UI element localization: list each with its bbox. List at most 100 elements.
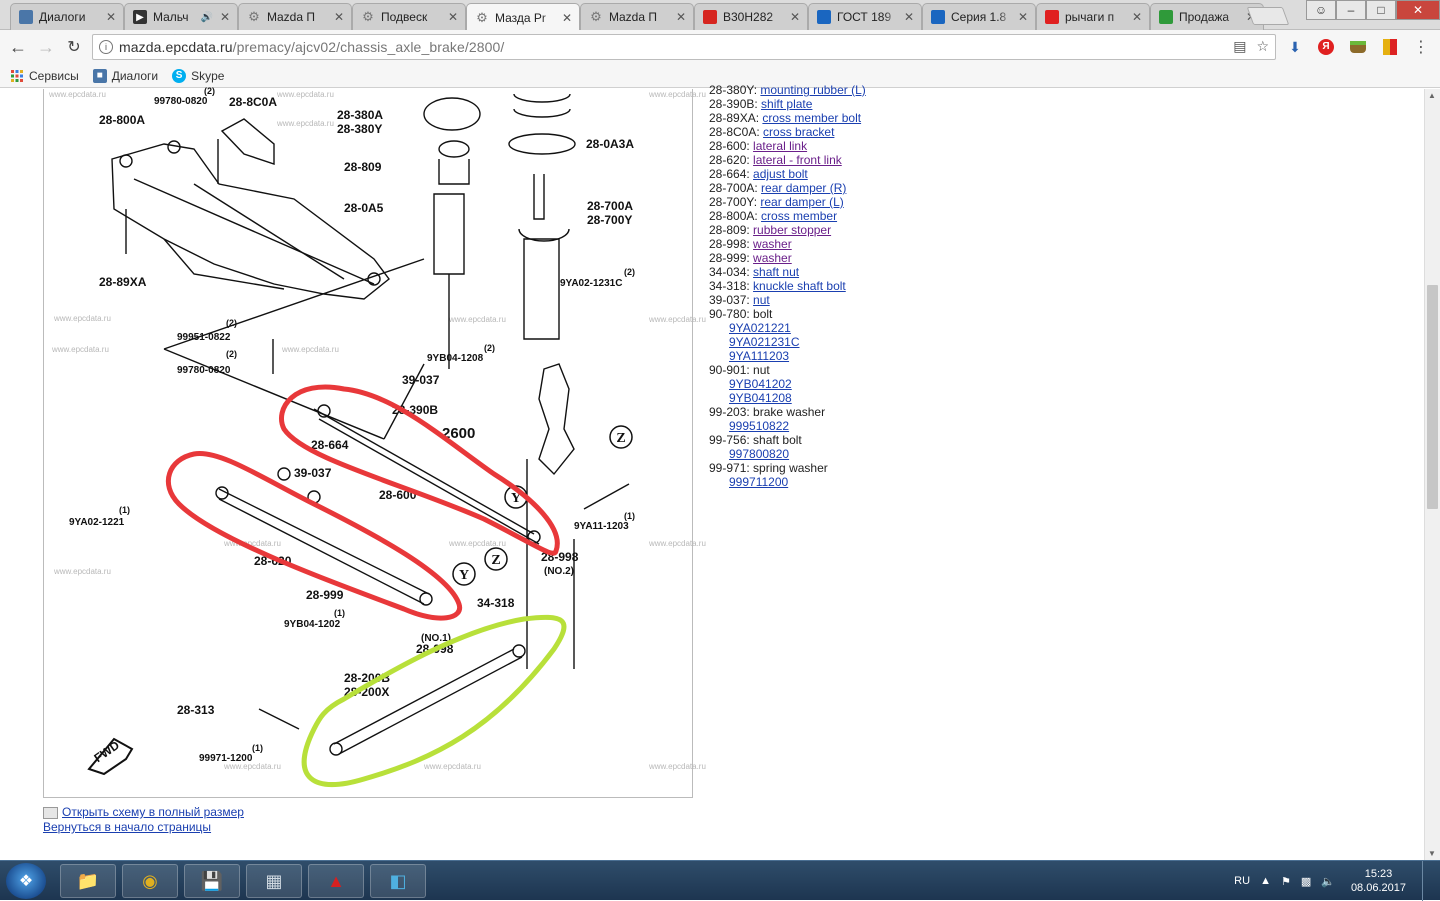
tab-close-icon[interactable]: ✕ [675, 10, 687, 24]
part-number-link[interactable]: 9YA021221 [729, 321, 791, 335]
part-code: 99-756: [709, 433, 750, 447]
minimize-button[interactable]: – [1336, 0, 1366, 20]
watermark-text: www.epcdata.ru [48, 90, 106, 99]
chrome-icon[interactable]: ◉ [122, 864, 178, 898]
tab-4[interactable]: ⚙Подвеск✕ [352, 3, 466, 30]
back-to-top-link[interactable]: Вернуться в начало страницы [43, 820, 212, 834]
windows-start-icon[interactable]: ❖ [6, 863, 46, 899]
part-number-link[interactable]: 9YA111203 [729, 349, 790, 363]
bookmark-extension-icon[interactable] [1379, 36, 1401, 58]
tab-8[interactable]: ГОСТ 189✕ [808, 3, 922, 30]
audio-playing-icon[interactable]: 🔊 [200, 11, 213, 23]
part-link[interactable]: rear damper (R) [761, 181, 847, 195]
part-link[interactable]: shift plate [761, 97, 813, 111]
bookmark-skype[interactable]: S Skype [172, 68, 224, 83]
part-link[interactable]: mounting rubber (L) [760, 83, 866, 97]
part-link[interactable]: rubber stopper [753, 223, 832, 237]
part-number-link[interactable]: 997800820 [729, 447, 790, 461]
yandex-extension-icon[interactable]: Я [1315, 36, 1337, 58]
part-link[interactable]: cross bracket [763, 125, 835, 139]
reload-icon[interactable]: ↻ [67, 39, 81, 56]
part-number-link[interactable]: 9YB041202 [729, 377, 792, 391]
tab-close-icon[interactable]: ✕ [1017, 10, 1029, 24]
part-link[interactable]: nut [753, 293, 770, 307]
tab-10[interactable]: рычаги п✕ [1036, 3, 1150, 30]
open-full-size-link[interactable]: Открыть схему в полный размер [62, 805, 244, 819]
part-link[interactable]: washer [753, 251, 792, 265]
marker-letter: Z [491, 553, 500, 568]
tab-close-icon[interactable]: ✕ [219, 10, 231, 24]
part-link[interactable]: knuckle shaft bolt [753, 279, 846, 293]
part-code: 99-971: [709, 461, 750, 475]
address-bar[interactable]: i mazda.epcdata.ru/premacy/ajcv02/chassi… [92, 34, 1276, 60]
forward-arrow-icon[interactable]: → [37, 36, 55, 57]
menu-kebab-icon[interactable]: ⋮ [1413, 39, 1429, 56]
part-number-link[interactable]: 9YB041208 [729, 391, 792, 405]
info-icon[interactable]: i [99, 40, 113, 54]
clock-time: 15:23 [1364, 868, 1393, 880]
tab-9[interactable]: Серия 1.8✕ [922, 3, 1036, 30]
quantity-label: (1) [624, 511, 635, 521]
tab-6[interactable]: ⚙Mazda П✕ [580, 3, 694, 30]
tab-close-icon[interactable]: ✕ [903, 10, 915, 24]
back-arrow-icon[interactable]: ← [9, 36, 27, 57]
explorer-icon[interactable]: 📁 [60, 864, 116, 898]
extension-plant-icon[interactable] [1347, 36, 1369, 58]
tab-title: Подвеск [381, 10, 428, 24]
translate-icon[interactable]: ▤ [1233, 38, 1247, 54]
language-indicator[interactable]: RU [1234, 875, 1251, 887]
save-disk-icon[interactable]: 💾 [184, 864, 240, 898]
show-desktop-button[interactable] [1422, 861, 1432, 901]
flag-icon[interactable]: ⚑ [1280, 875, 1291, 888]
new-tab-button[interactable] [1246, 7, 1290, 25]
download-icon[interactable]: ⬇ [1289, 38, 1301, 55]
tab-close-icon[interactable]: ✕ [447, 10, 459, 24]
autocad-icon[interactable]: ▲ [308, 864, 364, 898]
part-link[interactable]: cross member [761, 209, 838, 223]
bookmark-star-icon[interactable]: ☆ [1256, 38, 1269, 54]
bookmark-dialogs[interactable]: ■ Диалоги [92, 68, 158, 83]
scroll-up-icon[interactable]: ▲ [1428, 91, 1436, 100]
app-icon[interactable]: ◧ [370, 864, 426, 898]
part-number-link[interactable]: 999510822 [729, 419, 790, 433]
tray-up-arrow-icon[interactable]: ▲ [1260, 875, 1271, 887]
tab-5[interactable]: ⚙Мазда Pr✕ [466, 3, 580, 31]
tab-7[interactable]: B30H282✕ [694, 3, 808, 30]
tab-1[interactable]: Диалоги✕ [10, 3, 124, 30]
tab-close-icon[interactable]: ✕ [561, 10, 573, 25]
vertical-scrollbar[interactable]: ▲ ▼ [1424, 89, 1440, 860]
network-icon[interactable]: ▩ [1300, 875, 1312, 888]
part-link[interactable]: shaft nut [753, 265, 800, 279]
part-link[interactable]: rear damper (L) [760, 195, 844, 209]
callout-label: 28-380A [337, 108, 383, 122]
part-link[interactable]: adjust bolt [753, 167, 808, 181]
volume-icon[interactable]: 🔈 [1321, 875, 1335, 888]
url-text[interactable]: mazda.epcdata.ru/premacy/ajcv02/chassis_… [119, 39, 505, 55]
calculator-icon[interactable]: ▦ [246, 864, 302, 898]
part-number-row: 999711200 [709, 475, 866, 489]
close-window-button[interactable]: ✕ [1396, 0, 1440, 20]
part-link[interactable]: cross member bolt [762, 111, 862, 125]
tab-close-icon[interactable]: ✕ [333, 10, 345, 24]
bookmark-apps[interactable]: Сервисы [10, 69, 79, 83]
tab-2[interactable]: ▶Мальч🔊✕ [124, 3, 238, 30]
tab-11[interactable]: Продажа✕ [1150, 3, 1264, 30]
scroll-down-icon[interactable]: ▼ [1428, 849, 1436, 858]
part-link[interactable]: washer [753, 237, 792, 251]
part-link[interactable]: lateral link [753, 139, 808, 153]
user-icon[interactable]: ☺ [1306, 0, 1336, 20]
part-number-link[interactable]: 9YA021231C [729, 335, 800, 349]
tab-close-icon[interactable]: ✕ [1131, 10, 1143, 24]
tab-strip: Диалоги✕▶Мальч🔊✕⚙Mazda П✕⚙Подвеск✕⚙Мазда… [0, 0, 1440, 31]
part-number-link[interactable]: 999711200 [729, 475, 789, 489]
tab-close-icon[interactable]: ✕ [789, 10, 801, 24]
tab-3[interactable]: ⚙Mazda П✕ [238, 3, 352, 30]
clock[interactable]: 15:23 08.06.2017 [1351, 867, 1406, 895]
tab-close-icon[interactable]: ✕ [105, 10, 117, 24]
callout-label: 28-0A3A [586, 137, 634, 151]
yandex-icon [1045, 10, 1059, 24]
scroll-thumb[interactable] [1427, 285, 1438, 509]
maximize-button[interactable]: □ [1366, 0, 1396, 20]
part-link[interactable]: lateral - front link [753, 153, 842, 167]
